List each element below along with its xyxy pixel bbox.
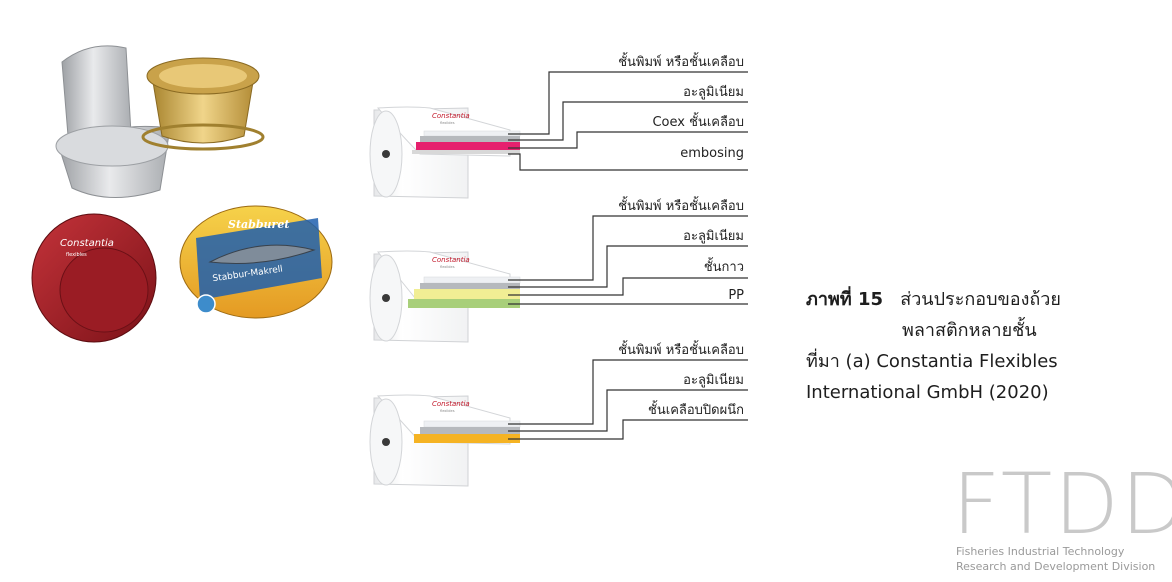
layer-print-coating: [423, 130, 521, 137]
red-tray-brand: Constantia: [60, 238, 114, 249]
layer-diagram-3: Constantia flexibles ชั้นพิมพ์ หรือชั้นเ…: [369, 340, 748, 487]
roll-2-logo: Constantia: [432, 256, 470, 264]
layer-diagram-1: Constantia flexibles ชั้นพิมพ์ หรือชั้นเ…: [369, 52, 748, 199]
roll-1-logo-sub: flexibles: [440, 121, 455, 125]
silver-tray-image: [55, 45, 171, 198]
leader-line-embossing: [508, 153, 748, 171]
fish-lid-image: Stabburet Stabbur-Makrell: [179, 205, 333, 319]
leader-line-print-coating-3: [508, 359, 748, 425]
label-seal-coating: ชั้นเคลือบปิดผนึก: [648, 400, 744, 418]
roll-3-logo: Constantia: [432, 400, 470, 408]
caption-title-1: ส่วนประกอบของถ้วย: [900, 289, 1061, 310]
layer-pp: [408, 299, 520, 308]
label-pp: PP: [728, 288, 744, 303]
leader-lines-2: [508, 215, 748, 305]
layer-diagram-2: Constantia flexibles ชั้นพิมพ์ หรือชั้นเ…: [369, 196, 748, 343]
red-tray-image: Constantia flexibles: [31, 213, 157, 343]
figure-label: ภาพที่ 15: [806, 289, 884, 310]
roll-1-layers: [412, 130, 521, 154]
layer-aluminium: [420, 427, 520, 434]
layer-aluminium: [420, 283, 520, 289]
product-photos: Constantia flexibles Stabburet Stabbur-M…: [31, 45, 333, 343]
figure-caption: ภาพที่ 15 ส่วนประกอบของถ้วย พลาสติกหลายช…: [806, 284, 1126, 408]
roll-2-layers: [408, 276, 521, 308]
gold-tray-image: [141, 57, 265, 151]
roll-2-logo-sub: flexibles: [440, 265, 455, 269]
leader-lines-1: [508, 71, 748, 171]
leader-line-coex-coating: [508, 131, 748, 149]
label-embossing: embosing: [680, 146, 744, 161]
caption-title-row: ภาพที่ 15 ส่วนประกอบของถ้วย: [806, 284, 1126, 315]
label-coex-coating: Coex ชั้นเคลือบ: [652, 112, 744, 130]
label-aluminium-3: อะลูมิเนียม: [683, 372, 744, 388]
layer-coex-coating: [416, 142, 520, 150]
leader-line-aluminium-2: [508, 245, 748, 288]
layer-print-coating: [423, 276, 521, 284]
layer-embossing: [412, 150, 520, 154]
logo-line-1: Fisheries Industrial Technology: [956, 545, 1125, 558]
label-print-coating-1: ชั้นพิมพ์ หรือชั้นเคลือบ: [618, 52, 744, 70]
leader-line-print-coating: [508, 71, 748, 135]
red-tray-sub: flexibles: [66, 252, 87, 258]
logo-line-2: Research and Development Division: [956, 560, 1156, 573]
caption-title-2: พลาสติกหลายชั้น: [902, 320, 1037, 341]
layer-seal-coating: [414, 434, 520, 443]
leader-line-seal-coating: [508, 419, 748, 440]
roll-1-logo: Constantia: [432, 112, 470, 120]
label-aluminium-2: อะลูมิเนียม: [683, 228, 744, 244]
fish-lid-brand: Stabburet: [228, 218, 289, 231]
leader-line-print-coating-2: [508, 215, 748, 281]
layer-print-coating: [423, 420, 521, 428]
leader-line-aluminium-3: [508, 389, 748, 432]
label-print-coating-2: ชั้นพิมพ์ หรือชั้นเคลือบ: [618, 196, 744, 214]
leader-line-aluminium: [508, 101, 748, 141]
roll-3-logo-sub: flexibles: [440, 409, 455, 413]
caption-source-1: ที่มา (a) Constantia Flexibles: [806, 351, 1058, 372]
layer-aluminium: [420, 136, 520, 142]
caption-source-2: International GmbH (2020): [806, 382, 1049, 403]
label-adhesive: ชั้นกาว: [704, 257, 744, 275]
label-aluminium-1: อะลูมิเนียม: [683, 84, 744, 100]
leader-lines-3: [508, 359, 748, 440]
roll-3-layers: [414, 420, 521, 443]
leader-line-adhesive: [508, 277, 748, 296]
label-print-coating-3: ชั้นพิมพ์ หรือชั้นเคลือบ: [618, 340, 744, 358]
layer-adhesive: [414, 289, 520, 299]
ftdd-logo: FTDD Fisheries Industrial Technology Res…: [952, 462, 1172, 580]
logo-acronym: FTDD: [952, 455, 1172, 553]
